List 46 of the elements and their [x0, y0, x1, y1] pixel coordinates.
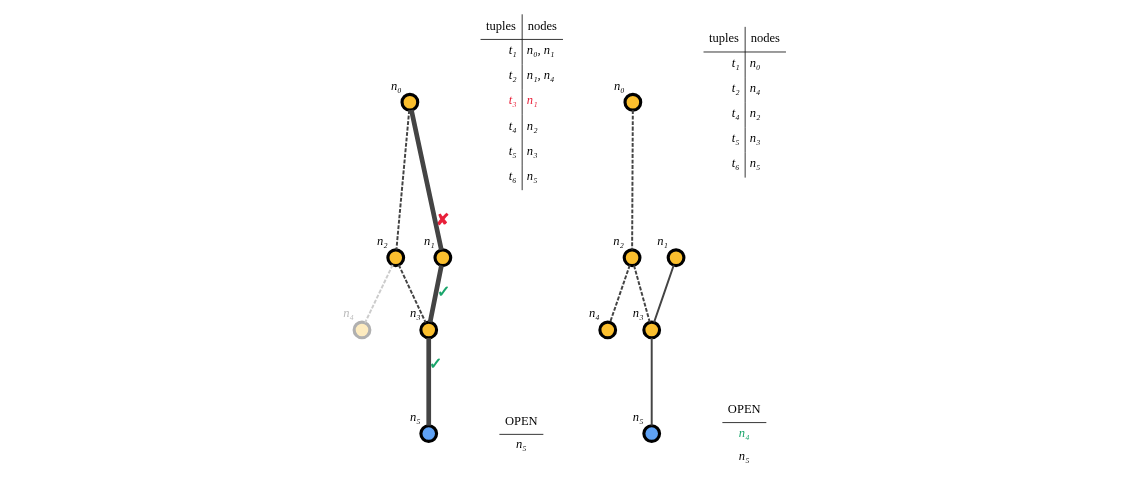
label: nodes [750, 31, 780, 46]
node-label: n₂ [613, 233, 624, 248]
label: n₂ [749, 106, 761, 120]
edge-label: ✘ [435, 210, 449, 228]
label: n₅ [526, 168, 538, 183]
node-label: n₅ [632, 409, 644, 424]
label: nodes [527, 18, 557, 33]
node-label: n₄ [588, 306, 600, 321]
edge-label: ✓ [428, 355, 442, 373]
label: t₆ [731, 156, 740, 171]
label: t₁ [508, 43, 517, 58]
label: n₁, n₄ [526, 68, 555, 83]
label: n₄ [749, 80, 761, 95]
label: n₁ [526, 93, 538, 108]
label: t₃ [508, 93, 517, 108]
label: n₀ [749, 55, 761, 70]
node-label: n₃ [409, 306, 421, 321]
label: n₅ [749, 156, 761, 171]
label: t₂ [731, 80, 740, 95]
label: tuples [486, 18, 517, 33]
label: OPEN [504, 413, 538, 428]
node-label: n₄ [343, 306, 354, 321]
label: t₄ [508, 118, 517, 133]
node-label: n₀ [391, 78, 402, 93]
node-label: n₁ [424, 233, 435, 248]
label: n₀, n₁ [526, 43, 555, 58]
node-label: n₁ [657, 233, 668, 248]
label: n₃ [749, 131, 761, 146]
label: t₄ [731, 106, 740, 120]
label: t₅ [731, 131, 740, 146]
label: t₆ [508, 168, 517, 183]
label: OPEN [727, 402, 761, 417]
label: n₅ [738, 449, 750, 464]
label: n₄ [738, 425, 750, 440]
label: n₃ [526, 143, 538, 158]
label: t₁ [731, 55, 740, 70]
node-label: n₀ [614, 78, 625, 93]
node-label: n₂ [376, 233, 388, 248]
edge-label: ✓ [437, 282, 451, 300]
label: n₅ [515, 437, 527, 452]
node-label: n₃ [632, 306, 644, 321]
node-label: n₅ [409, 409, 421, 424]
label: t₅ [508, 143, 517, 158]
label: n₂ [526, 118, 538, 133]
label: tuples [709, 31, 740, 46]
label: t₂ [508, 68, 517, 83]
